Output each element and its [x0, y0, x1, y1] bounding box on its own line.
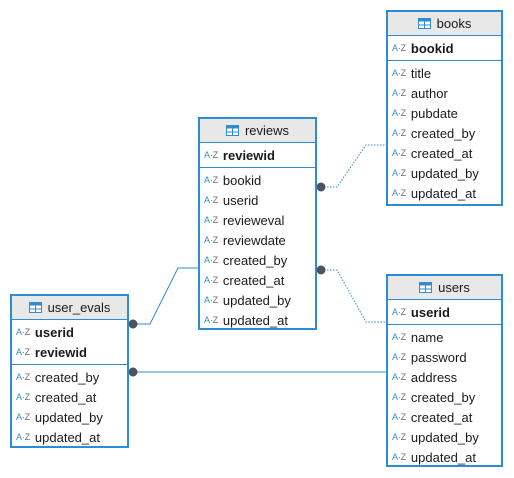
az-column-icon: A·Z [204, 215, 218, 225]
az-column-icon: A·Z [392, 412, 406, 422]
az-column-icon: A·Z [204, 295, 218, 305]
az-column-icon: A·Z [204, 315, 218, 325]
az-column-icon: A·Z [16, 392, 30, 402]
entity-header[interactable]: reviews [200, 119, 315, 143]
az-column-icon: A·Z [392, 148, 406, 158]
az-column-icon: A·Z [16, 412, 30, 422]
endpoint-reviews-books [316, 182, 326, 192]
entity-title: users [438, 280, 470, 295]
entity-title: reviews [244, 123, 290, 138]
az-column-icon: A·Z [392, 168, 406, 178]
table-icon [417, 18, 431, 29]
az-column-icon: A·Z [392, 307, 406, 317]
entity-title: books [436, 16, 472, 31]
table-icon [419, 282, 433, 293]
az-column-icon: A·Z [392, 68, 406, 78]
connector-reviews-users[interactable] [321, 269, 388, 323]
az-column-icon: A·Z [16, 432, 30, 442]
az-column-icon: A·Z [392, 372, 406, 382]
entity-header[interactable]: books [388, 12, 501, 36]
connector-user_evals-reviews[interactable] [133, 267, 200, 325]
endpoint-user_evals-reviews [128, 319, 138, 329]
table-icon [225, 125, 239, 136]
az-column-icon: A·Z [204, 195, 218, 205]
entity-header[interactable]: user_evals [12, 296, 127, 320]
connector-reviews-books[interactable] [321, 144, 388, 188]
az-column-icon: A·Z [392, 43, 406, 53]
endpoint-reviews-users [316, 265, 326, 275]
az-column-icon: A·Z [392, 452, 406, 462]
az-column-icon: A·Z [392, 108, 406, 118]
az-column-icon: A·Z [392, 432, 406, 442]
az-column-icon: A·Z [204, 275, 218, 285]
az-column-icon: A·Z [392, 128, 406, 138]
entity-title: user_evals [47, 300, 111, 315]
az-column-icon: A·Z [392, 352, 406, 362]
endpoint-user_evals-users [128, 367, 138, 377]
az-column-icon: A·Z [204, 235, 218, 245]
az-column-icon: A·Z [16, 327, 30, 337]
az-column-icon: A·Z [392, 392, 406, 402]
az-column-icon: A·Z [392, 332, 406, 342]
entity-header[interactable]: users [388, 276, 501, 300]
az-column-icon: A·Z [204, 150, 218, 160]
table-icon [28, 302, 42, 313]
az-column-icon: A·Z [392, 188, 406, 198]
az-column-icon: A·Z [392, 88, 406, 98]
az-column-icon: A·Z [204, 175, 218, 185]
az-column-icon: A·Z [204, 255, 218, 265]
az-column-icon: A·Z [16, 347, 30, 357]
az-column-icon: A·Z [16, 372, 30, 382]
